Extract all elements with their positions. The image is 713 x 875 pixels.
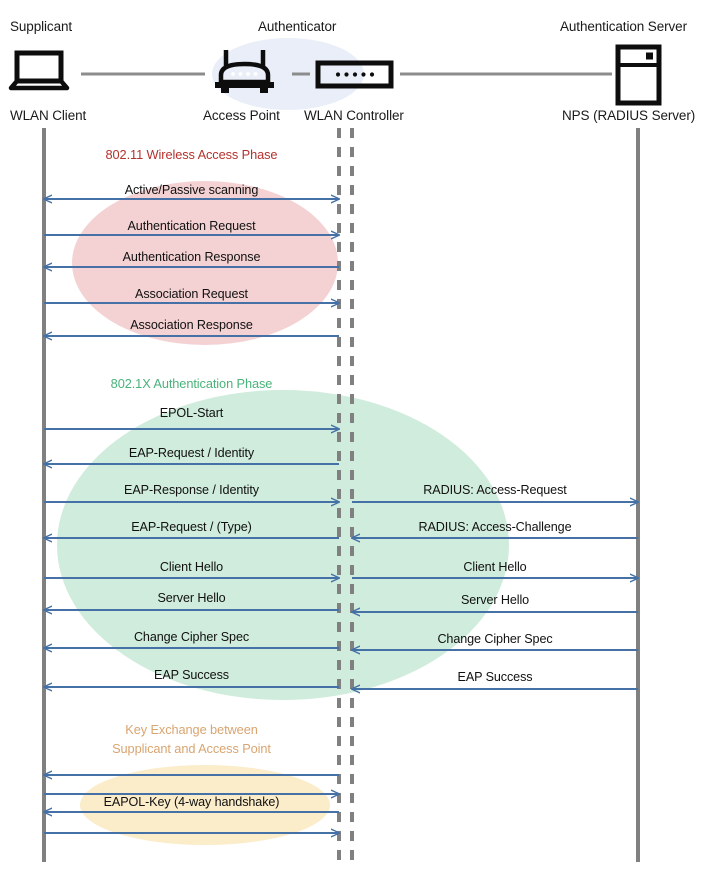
phase-key-exchange-ellipse <box>80 765 330 845</box>
arrow-group-left <box>44 199 339 833</box>
phase-label-80211: 802.11 Wireless Access Phase <box>105 147 278 162</box>
actor-name-nps: NPS (RADIUS Server) <box>562 108 696 123</box>
msg-label-active-passive-scanning: Active/Passive scanning <box>124 183 259 197</box>
msg-label-eap-success-right: EAP Success <box>457 670 533 684</box>
access-point-icon <box>215 50 274 93</box>
phase-label-key-exchange-line1: Key Exchange between <box>125 722 258 737</box>
msg-label-radius-access-challenge: RADIUS: Access-Challenge <box>418 520 572 534</box>
authenticator-group-ellipse <box>212 38 364 110</box>
actor-role-auth-server: Authentication Server <box>560 19 687 34</box>
msg-label-eap-request-type: EAP-Request / (Type) <box>131 520 252 534</box>
msg-label-association-request: Association Request <box>135 287 248 301</box>
actor-name-wlan-client: WLAN Client <box>10 108 87 123</box>
phase-8021x-ellipse <box>57 390 509 700</box>
msg-label-association-response: Association Response <box>130 318 253 332</box>
msg-label-eap-success-left: EAP Success <box>154 668 229 682</box>
actor-name-wlan-controller: WLAN Controller <box>304 108 404 123</box>
msg-label-eapol-key: EAPOL-Key (4-way handshake) <box>103 795 280 809</box>
msg-label-server-hello-right: Server Hello <box>460 593 530 607</box>
msg-label-change-cipher-spec-left: Change Cipher Spec <box>133 630 250 644</box>
phase-label-key-exchange-line2: Supplicant and Access Point <box>112 740 271 756</box>
msg-label-change-cipher-spec-right: Change Cipher Spec <box>437 632 553 646</box>
msg-label-server-hello-left: Server Hello <box>157 591 226 605</box>
msg-label-client-hello-left: Client Hello <box>159 560 224 574</box>
msg-label-authentication-request: Authentication Request <box>127 219 256 233</box>
msg-label-radius-access-request: RADIUS: Access-Request <box>423 483 567 497</box>
server-icon <box>615 44 662 106</box>
laptop-icon <box>8 50 70 91</box>
msg-label-eap-response-identity: EAP-Response / Identity <box>124 483 259 497</box>
wlan-controller-icon <box>315 60 394 89</box>
arrow-group-right <box>352 502 638 689</box>
msg-label-eapol-start: EPOL-Start <box>159 406 224 420</box>
msg-label-authentication-response: Authentication Response <box>122 250 261 264</box>
msg-label-eap-request-identity: EAP-Request / Identity <box>128 446 255 460</box>
msg-label-client-hello-right: Client Hello <box>463 560 527 574</box>
actor-name-access-point: Access Point <box>203 108 280 123</box>
actor-role-supplicant: Supplicant <box>10 19 73 34</box>
phase-80211-ellipse <box>72 181 338 345</box>
phase-label-8021x: 802.1X Authentication Phase <box>110 376 273 391</box>
actor-role-authenticator: Authenticator <box>258 19 337 34</box>
